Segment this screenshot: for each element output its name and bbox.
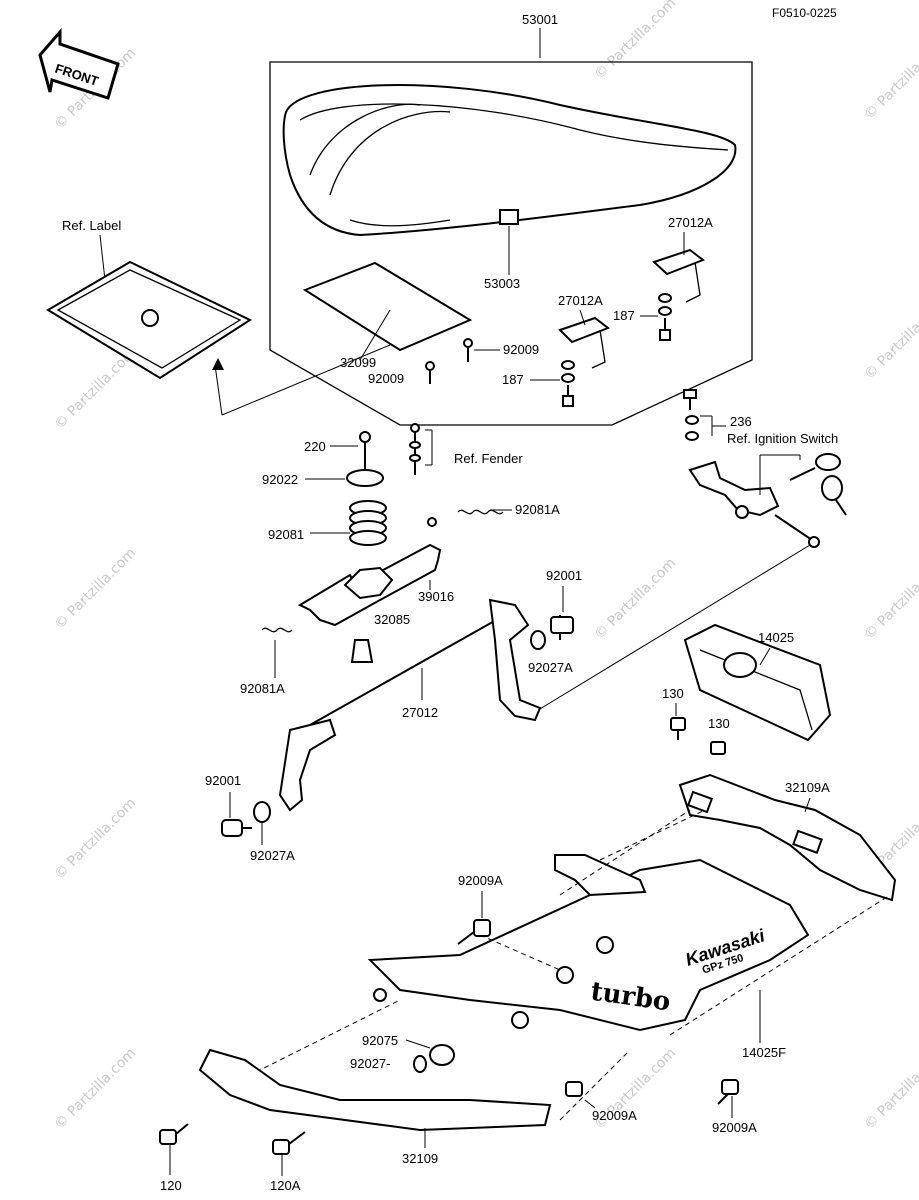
- part-number-236: 236: [730, 414, 752, 429]
- seat-group: 53001 53003 32099 92009 92009 27012A 270…: [269, 12, 753, 426]
- part-number-130: 130: [708, 716, 730, 731]
- watermark: © Partzilla.com: [862, 1045, 919, 1133]
- spring-92081A: [457, 509, 504, 515]
- tray-14025: [683, 623, 832, 742]
- watermark: © Partzilla.com: [52, 545, 140, 633]
- seat: [282, 84, 737, 237]
- part-number-27012: 27012: [402, 705, 438, 720]
- watermark: © Partzilla.com: [592, 0, 680, 83]
- ref-ignition-switch-label: Ref. Ignition Switch: [727, 431, 838, 446]
- part-number-27012A: 27012A: [668, 215, 713, 230]
- part-number-32099: 32099: [340, 355, 376, 370]
- part-number-14025: 14025: [758, 630, 794, 645]
- part-number-187: 187: [613, 308, 635, 323]
- watermark: © Partzilla.com: [52, 1045, 140, 1133]
- part-number-92027A: 92027A: [250, 848, 295, 863]
- part-number-92027A: 92027A: [528, 660, 573, 675]
- part-number-92001: 92001: [205, 773, 241, 788]
- watermark: © Partzilla.com: [862, 295, 919, 383]
- collar-92075: [429, 1044, 455, 1066]
- watermark: © Partzilla.com: [52, 795, 140, 883]
- diagram-id: F0510-0225: [772, 6, 837, 20]
- part-number-92009A: 92009A: [592, 1108, 637, 1123]
- ref-fender-label: Ref. Fender: [454, 451, 523, 466]
- part-number-32085: 32085: [374, 612, 410, 627]
- part-number-32109A: 32109A: [785, 780, 830, 795]
- part-number-120: 120: [160, 1178, 182, 1193]
- lock-rod-27012: [309, 614, 506, 726]
- grab-rail-left-32109: [198, 1048, 552, 1132]
- part-number-92081A: 92081A: [515, 502, 560, 517]
- front-arrow: FRONT: [38, 27, 120, 100]
- grommet-32085: [350, 639, 374, 663]
- part-number-53003: 53003: [484, 276, 520, 291]
- seat-base-plate: [302, 261, 473, 352]
- part-number-27012A: 27012A: [558, 293, 603, 308]
- part-number-92009: 92009: [368, 371, 404, 386]
- part-number-92001: 92001: [546, 568, 582, 583]
- spring-92081A: [261, 627, 293, 633]
- seat-bracket: [652, 248, 706, 276]
- part-number-92009: 92009: [503, 342, 539, 357]
- part-number-53001: 53001: [522, 12, 558, 27]
- part-number-92081A: 92081A: [240, 681, 285, 696]
- watermark: © Partzilla.com: [862, 35, 919, 123]
- seat-bracket: [558, 316, 611, 344]
- part-number-39016: 39016: [418, 589, 454, 604]
- part-number-187: 187: [502, 372, 524, 387]
- ref-label-title: Ref. Label: [62, 218, 121, 233]
- part-number-92027: 92027-: [350, 1056, 390, 1071]
- part-number-120A: 120A: [270, 1178, 301, 1193]
- part-number-92075: 92075: [362, 1033, 398, 1048]
- part-number-220: 220: [304, 439, 326, 454]
- washer: [346, 469, 384, 487]
- grab-rail-right-32109A: [678, 773, 897, 902]
- watermark: © Partzilla.com: [862, 555, 919, 643]
- part-number-92022: 92022: [262, 472, 298, 487]
- ignition-key-icon: [688, 453, 847, 519]
- seat-label-tag: [499, 209, 519, 225]
- part-number-92081: 92081: [268, 527, 304, 542]
- part-number-130: 130: [662, 686, 684, 701]
- part-number-92009A: 92009A: [712, 1120, 757, 1135]
- spring-92081: [349, 500, 387, 546]
- part-number-14025F: 14025F: [742, 1045, 786, 1060]
- part-number-92009A: 92009A: [458, 873, 503, 888]
- part-number-32109: 32109: [402, 1151, 438, 1166]
- watermark: © Partzilla.com: [592, 555, 680, 643]
